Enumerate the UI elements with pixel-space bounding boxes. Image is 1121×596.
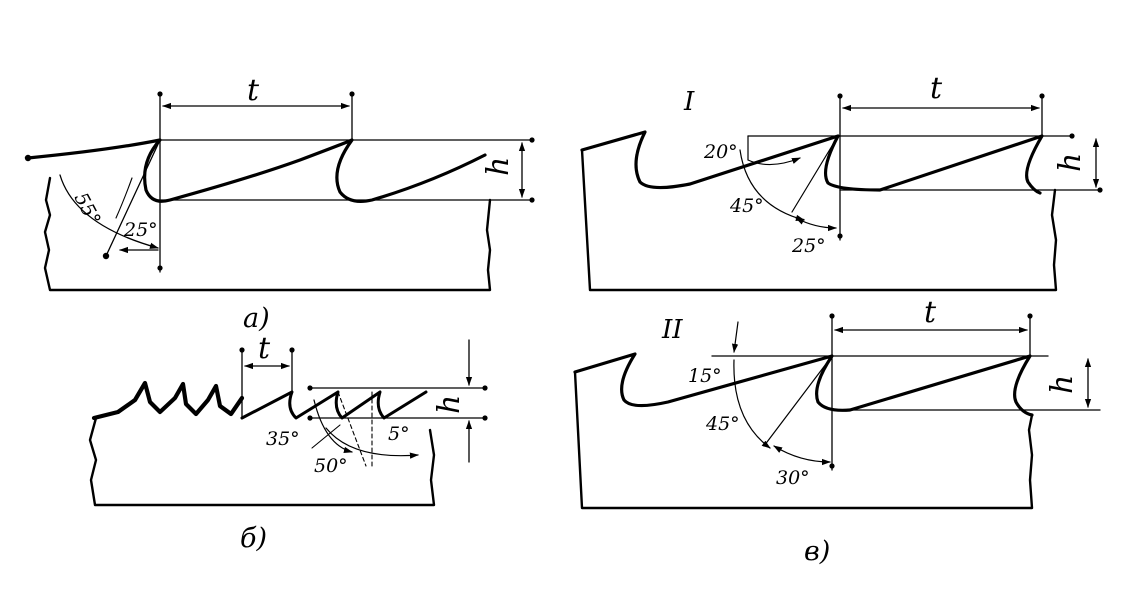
panel-b (88, 339, 486, 507)
tooth-profile-v1 (580, 130, 1044, 195)
angle-top-v1: 20° (703, 141, 738, 163)
angle-top-v2: 15° (688, 365, 722, 387)
blade-body-v1 (580, 148, 1058, 292)
height-label-v2: h (1045, 375, 1080, 394)
angle-clearance-v1: 25° (791, 235, 826, 257)
caption-b: б) (240, 523, 267, 554)
height-label-b: h (432, 395, 467, 414)
blade-body-b (88, 416, 436, 507)
dots-a (24, 91, 535, 271)
angle-3-b: 5° (388, 423, 410, 445)
angle-1-b: 35° (266, 428, 300, 450)
pitch-label-a: t (247, 73, 260, 108)
variant-label-I: I (683, 87, 695, 117)
caption-v: в) (804, 536, 830, 567)
tooth-profile-b (240, 390, 428, 420)
panel-v-I (580, 95, 1101, 292)
pitch-label-v1: t (930, 71, 943, 106)
pitch-label-v2: t (924, 295, 937, 330)
angle-clearance-v2: 30° (776, 467, 810, 489)
angle-clearance-a: 25° (123, 219, 158, 241)
panel-v-II (573, 315, 1101, 510)
variant-label-II: II (661, 315, 683, 345)
dots-v1 (837, 93, 1103, 239)
angle-2-b: 50° (314, 455, 348, 477)
blade-body-v2 (573, 370, 1034, 510)
panel-a (26, 93, 533, 292)
dots-b (239, 347, 488, 421)
angle-wedge-v1: 45° (729, 195, 764, 217)
blade-body-a (43, 176, 492, 292)
set-teeth-b (91, 380, 245, 421)
height-label-a: h (481, 157, 516, 176)
caption-a: а) (243, 303, 270, 334)
dots-v2 (829, 313, 1033, 469)
tooth-profile-v2 (573, 352, 1034, 417)
pitch-label-b: t (258, 331, 271, 366)
tooth-profile-a (26, 138, 487, 203)
height-label-v1: h (1053, 153, 1088, 172)
angle-wedge-v2: 45° (705, 413, 740, 435)
